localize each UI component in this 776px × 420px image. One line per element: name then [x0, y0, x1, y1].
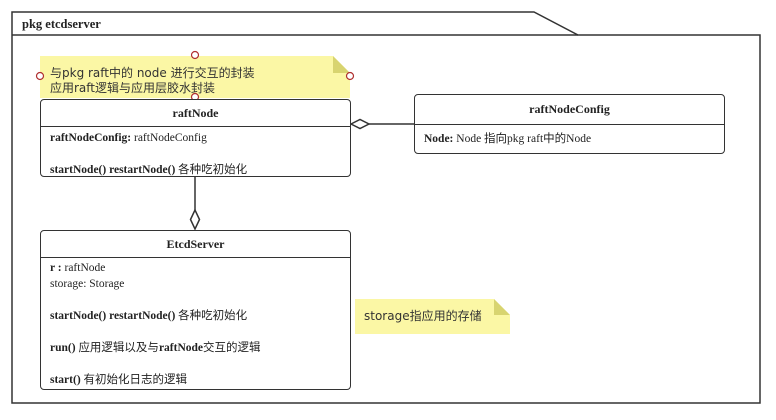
package-frame [11, 11, 761, 404]
class-raftnode-attr: raftNodeConfig: raftNodeConfig [41, 130, 350, 146]
class-raftnodeconfig-name: raftNodeConfig [415, 95, 724, 125]
attr-value: storage: Storage [50, 278, 125, 290]
method-desc: 应用逻辑以及与 [75, 342, 159, 354]
method-desc: 各种吃初始化 [175, 164, 248, 176]
method-key: run() [50, 342, 76, 354]
attr-key: Node: [424, 133, 454, 145]
note-1-text[interactable]: 与pkg raft中的 node 进行交互的封装 应用raft逻辑与应用层胶水封… [50, 66, 255, 96]
class-etcdserver-method-start-node: startNode() restartNode() 各种吃初始化 [41, 308, 350, 324]
note-2-text[interactable]: storage指应用的存储 [364, 309, 482, 324]
class-etcdserver-name: EtcdServer [41, 231, 350, 258]
aggregation-diamond-vertical [189, 208, 201, 231]
note-2-line-1: storage指应用的存储 [364, 309, 482, 323]
note-2-shape [355, 299, 510, 334]
class-raftnodeconfig-attr: Node: Node 指向pkg raft中的Node [415, 131, 724, 147]
note-1-line-2: 应用raft逻辑与应用层胶水封装 [50, 81, 216, 95]
selection-handle-right [345, 71, 355, 81]
attr-key: r : [50, 262, 62, 274]
aggregation-diamond-horizontal [349, 118, 371, 130]
note-1-line-1: 与pkg raft中的 node 进行交互的封装 [50, 66, 255, 80]
attr-value: Node 指向pkg raft中的Node [453, 133, 592, 145]
method-desc: 各种吃初始化 [175, 310, 248, 322]
class-etcdserver-attr-r: r : raftNode [41, 260, 350, 276]
method-key: start() [50, 374, 81, 386]
selection-handle-left [35, 71, 45, 81]
selection-handle-top [190, 50, 200, 60]
method-desc: 有初始化日志的逻辑 [80, 374, 188, 386]
class-raftnode[interactable]: raftNode raftNodeConfig: raftNodeConfig … [40, 99, 351, 177]
attr-key: raftNodeConfig: [50, 132, 132, 144]
class-raftnode-method: startNode() restartNode() 各种吃初始化 [41, 162, 350, 178]
note-2-fold [494, 299, 510, 315]
note-1-shape [40, 56, 350, 98]
class-etcdserver-method-start: start() 有初始化日志的逻辑 [41, 372, 350, 388]
class-etcdserver-attr-storage: storage: Storage [41, 276, 350, 292]
attr-value: raftNode [61, 262, 106, 274]
class-etcdserver[interactable]: EtcdServer r : raftNode storage: Storage… [40, 230, 351, 390]
method-desc-2: 交互的逻辑 [203, 342, 261, 354]
class-raftnode-name: raftNode [41, 100, 350, 127]
note-1-fold [333, 56, 350, 73]
attr-value: raftNodeConfig [131, 132, 207, 144]
package-name: pkg etcdserver [22, 17, 101, 31]
class-etcdserver-method-run: run() 应用逻辑以及与raftNode交互的逻辑 [41, 340, 350, 356]
method-key: startNode() restartNode() [50, 310, 176, 322]
method-key-2: raftNode [158, 342, 204, 354]
method-key: startNode() restartNode() [50, 164, 176, 176]
class-raftnodeconfig[interactable]: raftNodeConfig Node: Node 指向pkg raft中的No… [414, 94, 725, 154]
